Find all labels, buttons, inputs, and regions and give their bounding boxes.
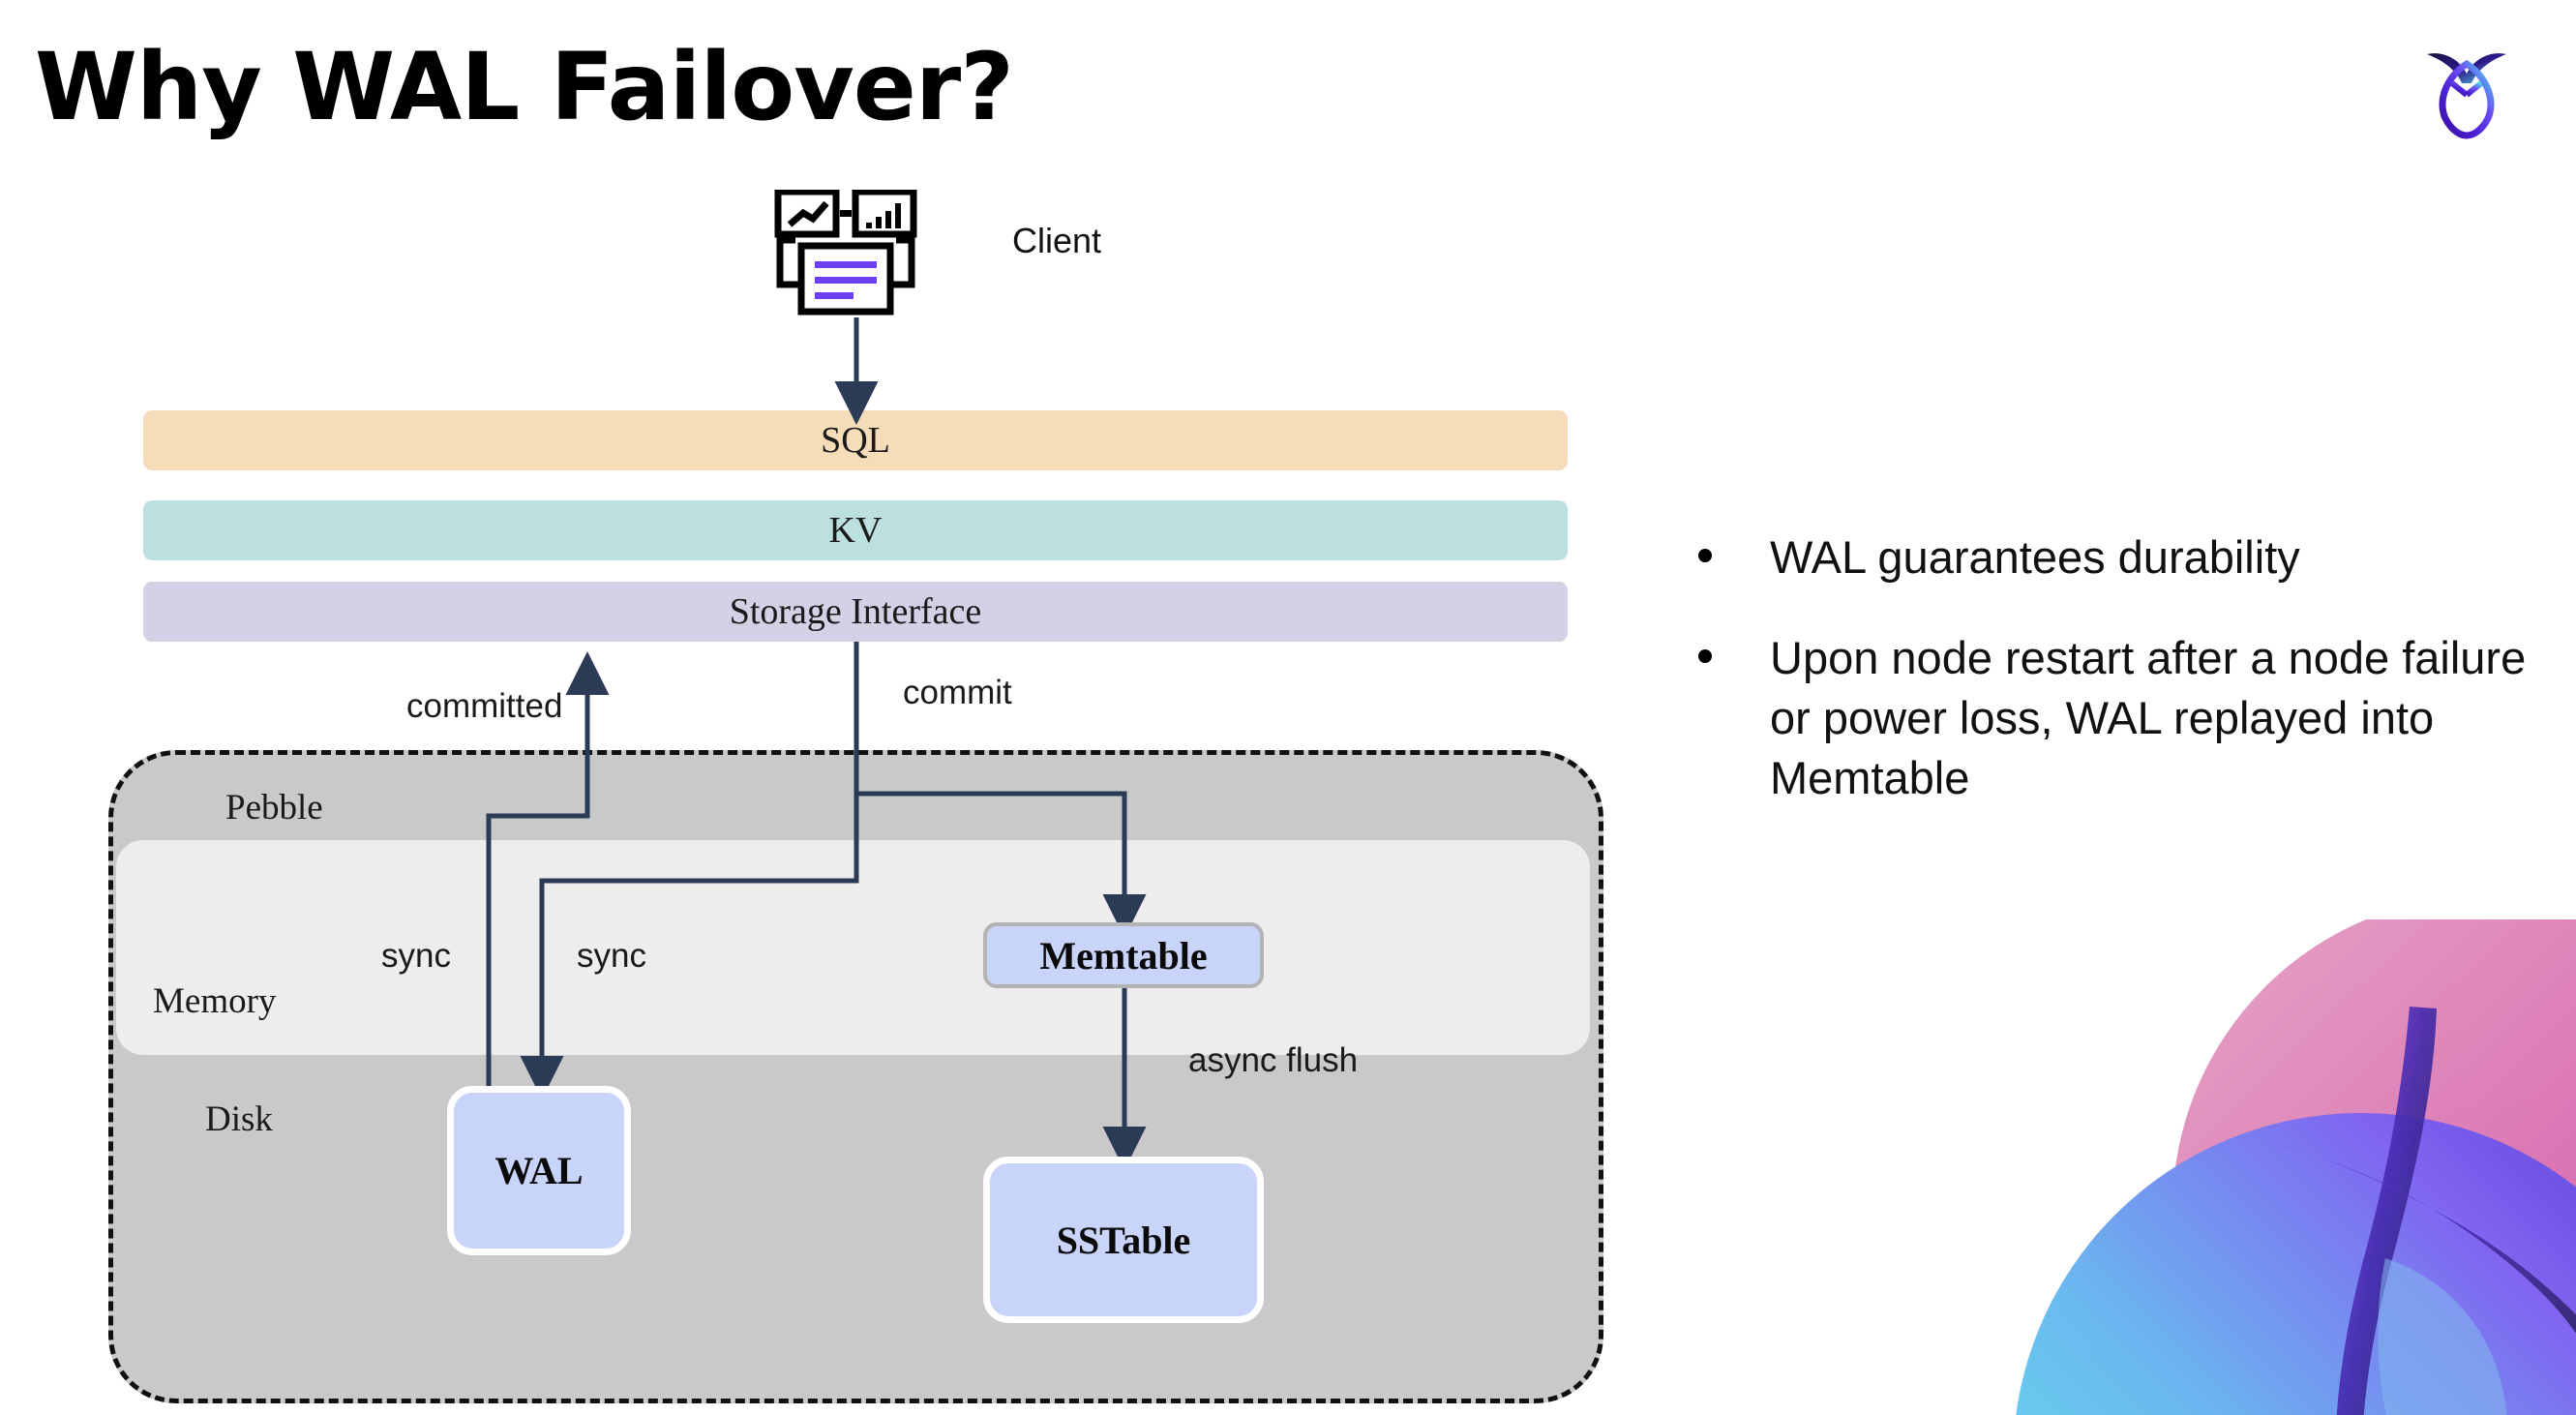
client-dashboard-icon xyxy=(774,188,929,317)
bullet-dot-icon xyxy=(1698,549,1712,562)
layer-bar-sql[interactable]: SQL xyxy=(143,410,1568,470)
node-sstable[interactable]: SSTable xyxy=(983,1157,1264,1323)
edge-label-sync-left: sync xyxy=(381,937,451,975)
cockroachdb-decorative-art xyxy=(1945,919,2576,1415)
node-memtable[interactable]: Memtable xyxy=(983,922,1264,988)
layer-bar-sql-label: SQL xyxy=(821,420,890,461)
layer-bar-storage-interface[interactable]: Storage Interface xyxy=(143,582,1568,642)
list-item: Upon node restart after a node failure o… xyxy=(1698,628,2531,808)
client-label: Client xyxy=(1012,221,1102,260)
page-title: Why WAL Failover? xyxy=(35,33,1014,141)
bullet-text: WAL guarantees durability xyxy=(1770,531,2300,583)
edge-label-sync-right: sync xyxy=(577,937,646,975)
node-wal[interactable]: WAL xyxy=(447,1086,631,1255)
edge-label-committed: committed xyxy=(406,687,563,725)
bullet-list: WAL guarantees durability Upon node rest… xyxy=(1698,527,2531,849)
edge-label-async-flush: async flush xyxy=(1188,1041,1359,1079)
cockroachdb-logo-icon xyxy=(2413,35,2520,141)
layer-bar-kv[interactable]: KV xyxy=(143,500,1568,560)
node-wal-label: WAL xyxy=(494,1149,584,1192)
layer-bar-kv-label: KV xyxy=(828,510,883,551)
memory-region xyxy=(116,840,1590,1055)
list-item: WAL guarantees durability xyxy=(1698,527,2531,587)
bullet-dot-icon xyxy=(1698,649,1712,664)
layer-bar-storage-interface-label: Storage Interface xyxy=(729,591,982,632)
node-memtable-label: Memtable xyxy=(1039,933,1208,978)
node-sstable-label: SSTable xyxy=(1056,1218,1191,1262)
pebble-label: Pebble xyxy=(225,788,323,828)
memory-label: Memory xyxy=(153,981,277,1021)
disk-label: Disk xyxy=(205,1099,273,1139)
edge-label-commit: commit xyxy=(903,674,1012,711)
bullet-text: Upon node restart after a node failure o… xyxy=(1770,632,2527,804)
